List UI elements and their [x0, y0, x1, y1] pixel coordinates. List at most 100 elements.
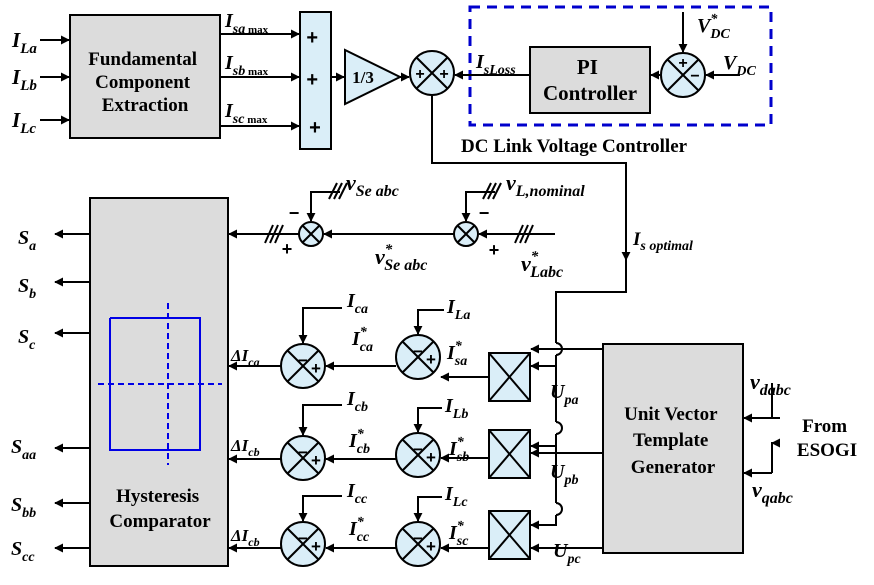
svg-text:From ESOGI: From ESOGI: [797, 416, 857, 461]
pi-label-1: PI: [577, 55, 598, 79]
uvt-label-2: Template: [633, 430, 708, 451]
svg-text:−: −: [413, 342, 423, 361]
fundamental-label-2: Component: [95, 72, 191, 93]
hysteresis-loop-icon: [98, 303, 222, 465]
sum-junction-c2: [395, 521, 441, 567]
fundamental-label-3: Extraction: [102, 95, 189, 116]
label-rows-c-ic: Icc: [346, 480, 368, 507]
label-maxes-isb: Isb max: [224, 52, 269, 79]
label-voltages-vd: vdabc: [750, 369, 791, 399]
label-rows-c-u: Upc: [553, 540, 581, 567]
pi-controller-block: [529, 46, 651, 114]
label-rows-a-u: Upa: [550, 381, 578, 408]
multiplier-b: [488, 429, 531, 479]
label-outputs-sc: Sc: [18, 326, 36, 353]
label-rows-a-isref: I*sa: [446, 339, 467, 369]
label-outputs-scc: Scc: [11, 538, 35, 565]
from-esogi-label-1: From: [802, 416, 847, 437]
label-dc-isloss: IsLoss: [475, 51, 516, 78]
svg-text:Fundamental Component: Fundamental Component Extraction: [88, 49, 202, 116]
label-rows-b-icref: I*cb: [348, 427, 370, 457]
vse-plus-sign: +: [282, 239, 293, 259]
label-inputs-ilc: ILc: [11, 108, 36, 137]
svg-text:+: +: [311, 537, 321, 556]
sum-plus-3: +: [309, 117, 321, 139]
label-voltages-vse_ref: v*Se abc: [375, 242, 427, 274]
from-esogi-label-2: ESOGI: [797, 440, 857, 461]
svg-text:+: +: [678, 55, 687, 72]
vl-minus-sign: −: [479, 203, 490, 223]
hysteresis-label-2: Comparator: [109, 511, 211, 532]
signal-lines: [40, 12, 781, 553]
svg-text:+: +: [311, 359, 321, 378]
gain-label: 1/3: [352, 68, 374, 87]
svg-text:−: −: [690, 68, 699, 85]
sum-junction-b1: [280, 435, 326, 481]
label-rows-b-dI: ΔIcb: [230, 436, 260, 459]
label-rows-c-dI: ΔIcb: [230, 526, 260, 549]
svg-text:−: −: [413, 529, 423, 548]
fundamental-component-block: [69, 14, 221, 139]
svg-text:−: −: [413, 440, 423, 459]
hysteresis-comparator-block: [89, 197, 229, 567]
svg-text:−: −: [298, 529, 308, 548]
label-rows-b-ic: Icb: [346, 388, 368, 415]
svg-text:+: +: [426, 350, 436, 369]
label-voltages-vse: vSe abc: [346, 170, 399, 200]
sum-junction-c1: [280, 521, 326, 567]
label-outputs-sb: Sb: [18, 275, 36, 302]
label-rows-a-ic: Ica: [346, 290, 368, 317]
label-dc-vdc: VDC: [723, 52, 756, 79]
svg-text:+: +: [426, 448, 436, 467]
sum-junction-vse: [298, 221, 324, 247]
svg-text:Hysteresis Comparator: Hysteresis Comparator: [109, 486, 211, 532]
vl-plus-sign: +: [489, 240, 500, 260]
label-outputs-sa: Sa: [18, 227, 36, 254]
sum-junction-top: + +: [409, 50, 455, 96]
label-rows-c-il: ILc: [444, 483, 468, 510]
sum-junction-b2: [395, 432, 441, 478]
multiplier-c: [488, 510, 531, 560]
vse-minus-sign: −: [289, 203, 300, 223]
label-dc-is_opt: Is optimal: [632, 229, 693, 254]
svg-text:+ + +: + + +: [306, 27, 323, 139]
sum-junction-a2: [395, 334, 441, 380]
label-maxes-isa: Isa max: [224, 10, 269, 37]
summing-bar: [299, 11, 332, 150]
label-outputs-saa: Saa: [11, 436, 36, 463]
sum-plus-2: +: [306, 69, 318, 91]
label-maxes-isc: Isc max: [224, 100, 268, 127]
label-rows-c-icref: I*cc: [348, 515, 370, 545]
label-outputs-sbb: Sbb: [11, 494, 36, 521]
pi-label-2: Controller: [543, 81, 637, 105]
multiplier-a: [488, 352, 531, 402]
label-dc-vdc_ref: V*DC: [697, 12, 730, 42]
svg-text:+: +: [311, 451, 321, 470]
label-voltages-vl_nom: vL,nominal: [506, 170, 585, 200]
unit-vector-template-block: [602, 343, 744, 554]
svg-text:+: +: [426, 537, 436, 556]
sum-plus-1: +: [306, 27, 318, 49]
dc-link-controller-box: [468, 5, 773, 127]
hysteresis-label-1: Hysteresis: [116, 486, 199, 507]
sum-junction-dc: + −: [660, 52, 706, 98]
label-rows-b-u: Upb: [550, 461, 578, 488]
uvt-label-3: Generator: [631, 457, 716, 478]
label-rows-a-icref: I*ca: [351, 325, 373, 355]
label-rows-a-dI: ΔIca: [230, 346, 260, 369]
label-rows-c-isref: I*sc: [448, 519, 469, 549]
dc-link-title: DC Link Voltage Controller: [461, 136, 688, 157]
label-rows-b-il: ILb: [444, 395, 468, 422]
sum-junction-vl: [453, 221, 479, 247]
svg-text:−: −: [298, 443, 308, 462]
svg-text:−: −: [298, 351, 308, 370]
svg-text:Unit Vector Template G: Unit Vector Template Generator: [624, 404, 722, 478]
label-inputs-ilb: ILb: [11, 65, 37, 94]
fundamental-label-1: Fundamental: [88, 49, 197, 70]
svg-text:+: +: [415, 66, 424, 83]
label-inputs-ila: ILa: [11, 28, 37, 57]
uvt-label-1: Unit Vector: [624, 404, 718, 425]
label-rows-a-il: ILa: [446, 296, 470, 323]
svg-text:+: +: [439, 66, 448, 83]
